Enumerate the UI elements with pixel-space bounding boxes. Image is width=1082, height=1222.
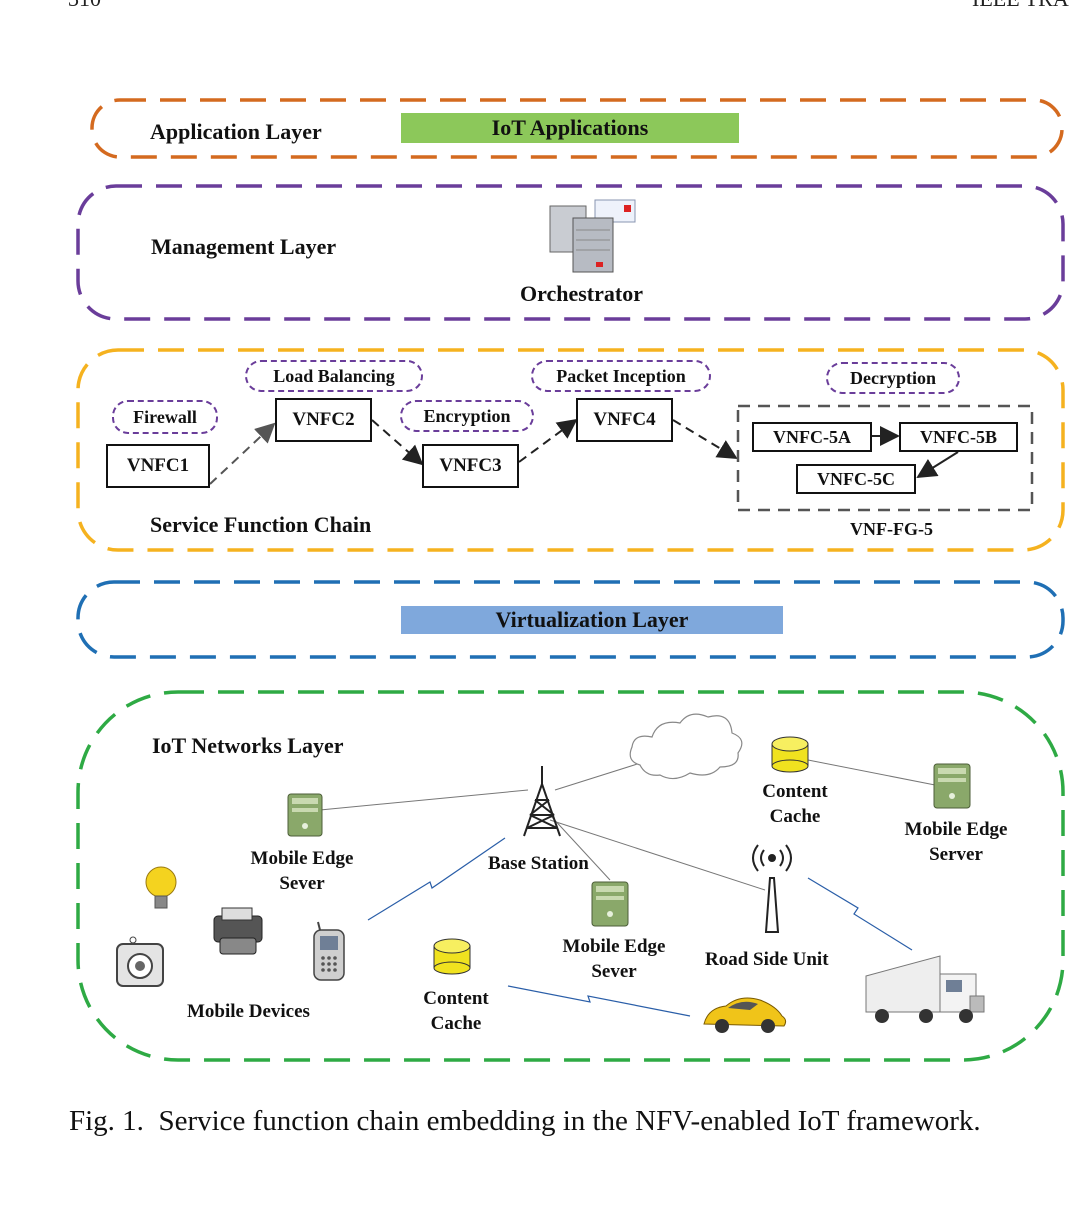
- iot-applications-bar: IoT Applications: [401, 113, 739, 143]
- sfc-layer-label: Service Function Chain: [150, 512, 372, 537]
- journal-header: IEEE TRA: [972, 0, 1069, 12]
- vnf-fg-5-label: VNF-FG-5: [850, 519, 933, 539]
- mec-right-icon: [933, 763, 971, 809]
- camera-icon: [116, 936, 164, 987]
- figure-caption: Fig. 1. Service function chain embedding…: [69, 1105, 981, 1137]
- virtualization-layer-bar: Virtualization Layer: [401, 606, 783, 634]
- arrow-vnfc2-vnfc3: [371, 419, 424, 466]
- car-icon: [703, 997, 787, 1033]
- iot-layer-border: [76, 690, 1065, 1062]
- decryption-pill: Decryption: [826, 362, 960, 394]
- page-number: 310: [68, 0, 101, 12]
- application-layer-label: Application Layer: [150, 119, 322, 144]
- mec-mid-icon: [591, 881, 629, 927]
- orchestrator-label: Orchestrator: [520, 281, 643, 306]
- phone-icon: [313, 921, 345, 981]
- vnfc-5b-box: VNFC-5B: [899, 422, 1018, 452]
- orchestrator-server-icon: [549, 199, 636, 273]
- fg5-border: [736, 404, 1034, 512]
- mobile-devices-label: Mobile Devices: [187, 1001, 310, 1022]
- management-layer-label: Management Layer: [151, 234, 337, 259]
- encryption-pill: Encryption: [400, 400, 534, 432]
- arrow-5b-5c: [916, 451, 959, 479]
- application-layer-border: [90, 98, 1064, 159]
- cache-bottom-icon: [433, 938, 471, 975]
- packet-inception-pill: Packet Inception: [531, 360, 711, 392]
- base-station-icon: [523, 766, 561, 837]
- load-balancing-pill: Load Balancing: [245, 360, 423, 392]
- mec-left-icon: [287, 793, 323, 837]
- base-station-label: Base Station: [488, 853, 589, 874]
- iot-networks-layer-label: IoT Networks Layer: [152, 733, 344, 758]
- arrow-vnfc3-vnfc4: [518, 418, 578, 463]
- sfc-layer-border: [76, 348, 1065, 552]
- lightbulb-icon: [145, 866, 177, 909]
- printer-icon: [213, 907, 263, 955]
- wireless-links: [367, 837, 913, 1017]
- management-layer-border: [76, 184, 1065, 321]
- vnfc3-box: VNFC3: [422, 444, 519, 488]
- truck-icon: [865, 955, 985, 1023]
- vnfc2-box: VNFC2: [275, 398, 372, 442]
- cache-top-icon: [771, 736, 809, 773]
- rsu-label: Road Side Unit: [705, 949, 829, 970]
- vnfc-5a-box: VNFC-5A: [752, 422, 872, 452]
- iot-links: [319, 759, 936, 891]
- rsu-icon: [752, 844, 792, 933]
- vnfc4-box: VNFC4: [576, 398, 673, 442]
- vnfc1-box: VNFC1: [106, 444, 210, 488]
- virtualization-layer-border: [76, 580, 1065, 659]
- arrow-vnfc4-fg5: [672, 419, 738, 460]
- firewall-pill: Firewall: [112, 400, 218, 434]
- arrow-vnfc1-vnfc2: [209, 422, 276, 485]
- cloud-icon: [629, 713, 743, 780]
- vnfc-5c-box: VNFC-5C: [796, 464, 916, 494]
